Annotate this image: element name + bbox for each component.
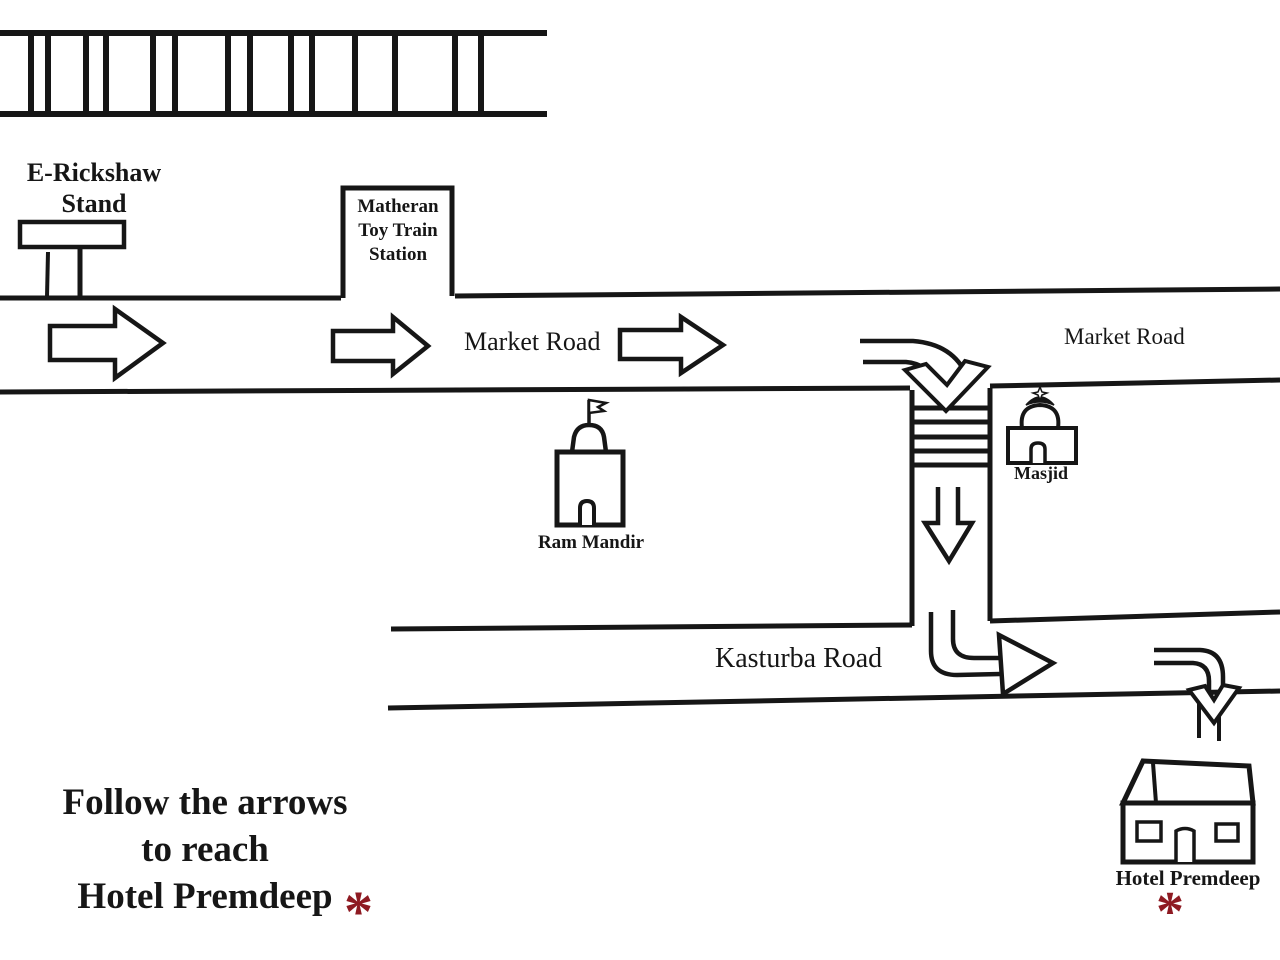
cross-street-lines xyxy=(909,388,993,626)
kasturba-road-lines xyxy=(387,609,1280,711)
e-rickshaw-line2: Stand xyxy=(61,189,127,218)
right-arrow-icon xyxy=(617,312,728,378)
station-line1: Matheran xyxy=(357,196,439,217)
turn-right-arrow-icon xyxy=(928,610,1058,698)
right-arrow-icon xyxy=(47,304,167,383)
station-building-icon xyxy=(340,185,455,298)
market-road-label-right: Market Road xyxy=(1064,324,1185,349)
hotel-premdeep-label: Hotel Premdeep xyxy=(1115,866,1261,890)
footer-line3: Hotel Premdeep xyxy=(77,876,333,917)
mosque-icon xyxy=(1006,384,1078,465)
kasturba-road-label: Kasturba Road xyxy=(715,643,883,674)
hotel-marker-asterisk: * xyxy=(1156,881,1184,943)
toy-train-station-label: Matheran Toy Train Station xyxy=(345,195,451,267)
temple-icon xyxy=(554,398,626,528)
turn-down-arrow-icon xyxy=(1154,647,1243,741)
e-rickshaw-line1: E-Rickshaw xyxy=(26,158,162,187)
rickshaw-stand-sign-icon xyxy=(17,219,127,298)
curve-down-arrow-icon xyxy=(860,338,992,414)
footer-marker-asterisk: * xyxy=(344,879,373,944)
footer-instruction: Follow the arrows to reach Hotel Premdee… xyxy=(25,779,385,920)
footer-line1: Follow the arrows xyxy=(62,782,348,823)
down-arrow-icon xyxy=(920,487,976,566)
house-icon xyxy=(1119,758,1256,865)
masjid-label: Masjid xyxy=(1014,463,1068,483)
ram-mandir-label: Ram Mandir xyxy=(537,532,645,553)
right-arrow-icon xyxy=(330,312,432,379)
market-road-label-left: Market Road xyxy=(464,327,601,356)
footer-line2: to reach xyxy=(141,829,269,870)
station-line2: Toy Train xyxy=(358,220,438,241)
e-rickshaw-stand-label: E-Rickshaw Stand xyxy=(8,157,180,219)
station-line3: Station xyxy=(368,244,428,265)
market-road-lines xyxy=(0,286,1280,395)
railway-track-icon xyxy=(0,30,547,117)
crosswalk-icon xyxy=(912,405,990,468)
